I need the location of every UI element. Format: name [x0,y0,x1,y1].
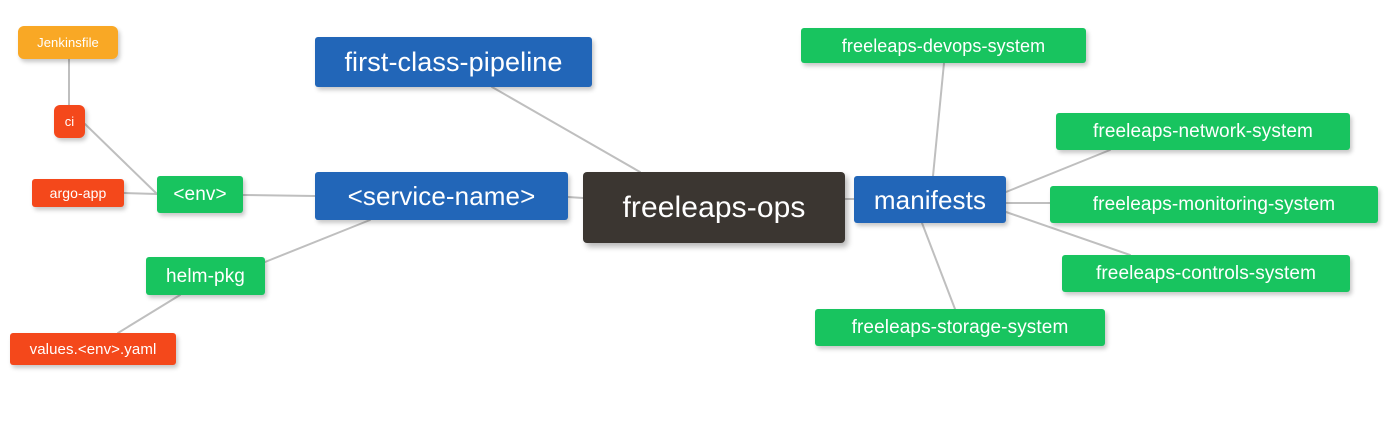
node-label: helm-pkg [166,265,245,287]
edge-helmpkg-servicename [264,219,371,263]
node-label: freeleaps-ops [622,190,806,224]
edge-pipeline-ops [491,86,641,173]
node-label: freeleaps-devops-system [841,35,1046,56]
node-label: freeleaps-monitoring-system [1092,194,1336,215]
node-freeleaps-monitoring-system[interactable]: freeleaps-monitoring-system [1050,186,1378,223]
node-values-yaml[interactable]: values.<env>.yaml [10,333,176,365]
node-label: first-class-pipeline [344,46,563,77]
node-label: freeleaps-network-system [1093,121,1313,142]
node-manifests[interactable]: manifests [854,176,1006,223]
node-label: argo-app [49,185,107,201]
node-label: manifests [873,184,987,215]
node-first-class-pipeline[interactable]: first-class-pipeline [315,37,592,87]
edge-env-servicename [242,194,316,197]
node-label: <service-name> [347,181,536,211]
node-freeleaps-ops[interactable]: freeleaps-ops [583,172,845,243]
node-label: Jenkinsfile [37,35,99,50]
node-label: <env> [173,184,227,205]
edge-values-helmpkg [117,294,181,334]
node-jenkinsfile[interactable]: Jenkinsfile [18,26,118,59]
node-freeleaps-controls-system[interactable]: freeleaps-controls-system [1062,255,1350,292]
edge-servicename-ops [567,196,584,199]
node-service-name[interactable]: <service-name> [315,172,568,220]
node-freeleaps-network-system[interactable]: freeleaps-network-system [1056,113,1350,150]
edge-manifests-storage [921,222,956,310]
node-label: freeleaps-controls-system [1095,263,1317,284]
node-env[interactable]: <env> [157,176,243,213]
node-ci[interactable]: ci [54,105,85,138]
node-label: values.<env>.yaml [29,340,157,358]
node-freeleaps-storage-system[interactable]: freeleaps-storage-system [815,309,1105,346]
node-argo-app[interactable]: argo-app [32,179,124,207]
edge-manifests-devops [932,62,945,177]
node-label: ci [64,114,75,129]
node-label: freeleaps-storage-system [851,317,1069,338]
node-helm-pkg[interactable]: helm-pkg [146,257,265,295]
node-freeleaps-devops-system[interactable]: freeleaps-devops-system [801,28,1086,63]
edge-argoapp-env [123,192,158,195]
